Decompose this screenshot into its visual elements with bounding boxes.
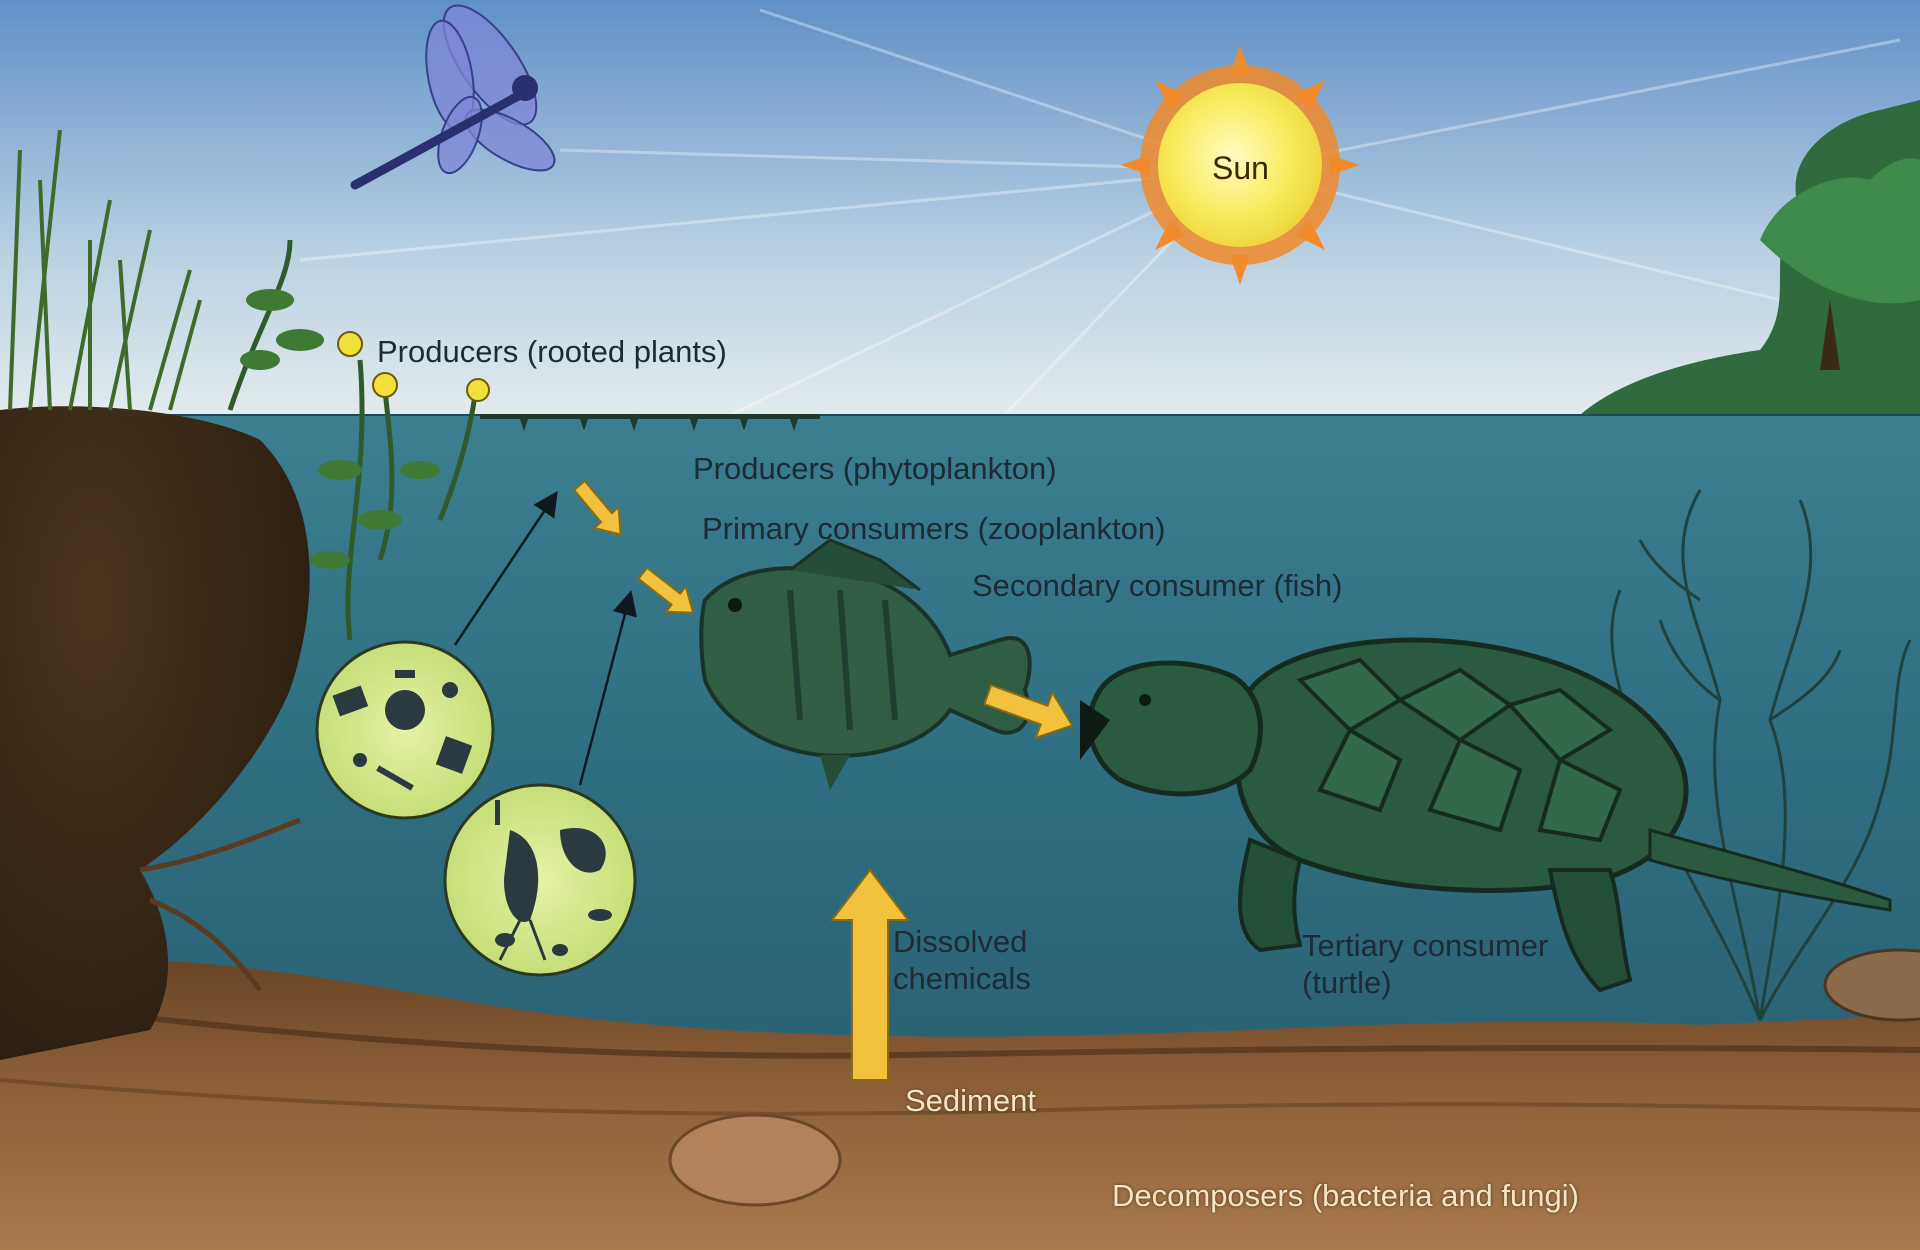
producers-phytoplankton-label: Producers (phytoplankton) [693, 450, 1057, 487]
dissolved-chemicals-label: Dissolved [893, 923, 1027, 960]
sun-label: Sun [1212, 150, 1269, 187]
tertiary-consumer-label: Tertiary consumer [1302, 927, 1548, 964]
zooplankton-microscope-view [445, 785, 635, 975]
primary-consumers-label: Primary consumers (zooplankton) [702, 510, 1165, 547]
decomposers-label: Decomposers (bacteria and fungi) [1112, 1177, 1579, 1214]
dissolved-chemicals-sublabel: chemicals [893, 960, 1031, 997]
rock [670, 1115, 840, 1205]
phytoplankton-microscope-view [317, 642, 493, 818]
sky [0, 0, 1920, 420]
secondary-consumer-label: Secondary consumer (fish) [972, 567, 1342, 604]
sediment-label: Sediment [905, 1082, 1036, 1119]
producers-rooted-plants-label: Producers (rooted plants) [377, 333, 727, 370]
tertiary-consumer-sublabel: (turtle) [1302, 964, 1392, 1001]
